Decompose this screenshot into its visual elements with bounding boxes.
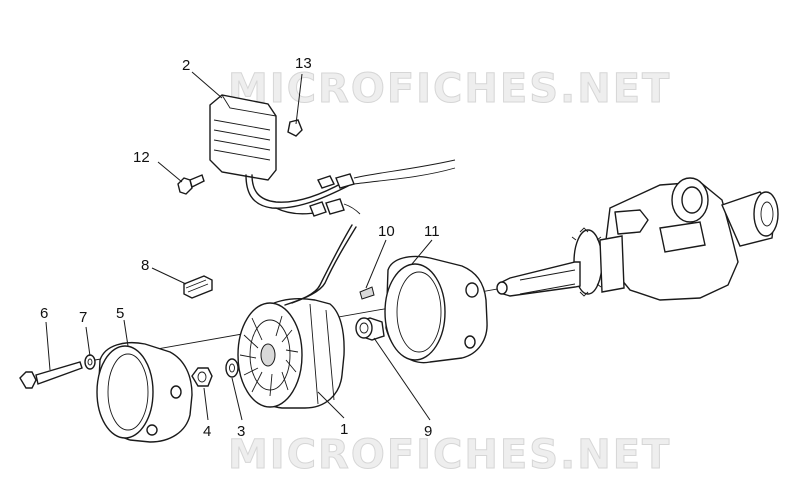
part-3-washer [225,358,239,378]
leader-5 [123,319,129,347]
leader-6 [45,321,51,371]
callout-2: 2 [182,57,190,74]
part-4-nut [191,367,213,387]
part-6-bolt [19,361,83,389]
part-10-woodruff-key [359,286,375,300]
leader-11 [411,239,433,265]
leader-3 [231,377,243,421]
part-2-regulator [209,94,456,217]
part-8-grommet [183,275,213,299]
leader-4 [203,387,209,421]
callout-12: 12 [133,149,150,166]
callout-7: 7 [79,309,87,326]
leader-10 [365,239,387,289]
callout-1: 1 [340,421,348,438]
leader-13 [295,73,303,125]
leader-12 [157,161,183,183]
leader-9 [373,337,431,421]
callout-5: 5 [116,305,124,322]
leader-7 [85,326,91,357]
leader-1 [317,391,345,419]
leader-2 [191,71,223,99]
part-1-stator [237,224,357,409]
watermark-top: MICROFICHES.NET [228,66,671,112]
callout-3: 3 [237,423,245,440]
leader-8 [151,267,187,285]
callout-13: 13 [295,55,312,72]
part-11-rear-cover [384,255,488,364]
callout-11: 11 [424,223,440,240]
part-12-bolt [177,174,205,195]
callout-8: 8 [141,257,149,274]
part-9-bushing [355,317,385,341]
part-5-front-cover [96,342,193,443]
part-13-clip [287,119,303,137]
part-7-washer [84,354,96,370]
callout-4: 4 [203,423,211,440]
callout-6: 6 [40,305,48,322]
callout-10: 10 [378,223,395,240]
callout-9: 9 [424,423,432,440]
watermark-bottom: MICROFICHES.NET [228,432,671,478]
crankshaft [496,177,779,301]
